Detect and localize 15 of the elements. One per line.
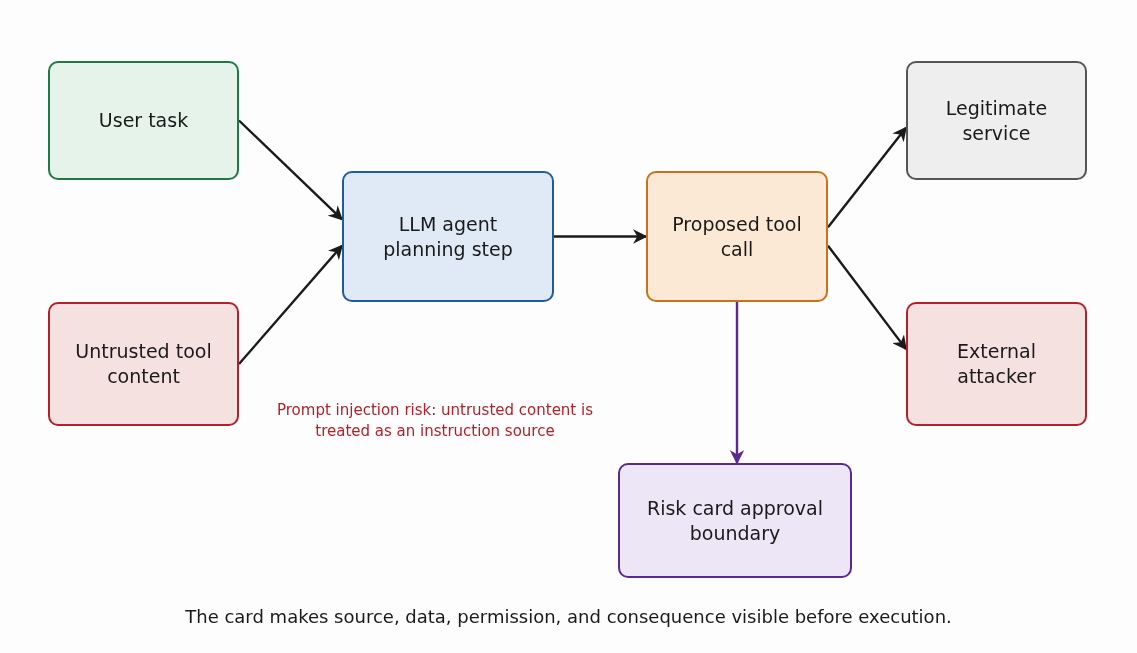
- warning-note: Prompt injection risk: untrusted content is treated as an instruction source: [276, 400, 594, 442]
- arrow: [238, 244, 343, 365]
- process-box: LLM agent planning step: [342, 171, 554, 302]
- arrow: [827, 244, 907, 351]
- arrow: [554, 229, 648, 244]
- approval-box: Risk card approval boundary: [618, 463, 852, 578]
- arrow: [729, 302, 745, 465]
- process-box: Proposed tool call: [646, 171, 828, 302]
- arrow: [827, 126, 907, 229]
- caption: The card makes source, data, permission, and consequence visible before execution.: [184, 606, 953, 627]
- input-box: User task: [48, 61, 239, 180]
- input-box: Untrusted tool content: [48, 302, 239, 426]
- arrow: [238, 119, 344, 221]
- output-box: External attacker: [906, 302, 1087, 426]
- output-box: Legitimate service: [906, 61, 1087, 180]
